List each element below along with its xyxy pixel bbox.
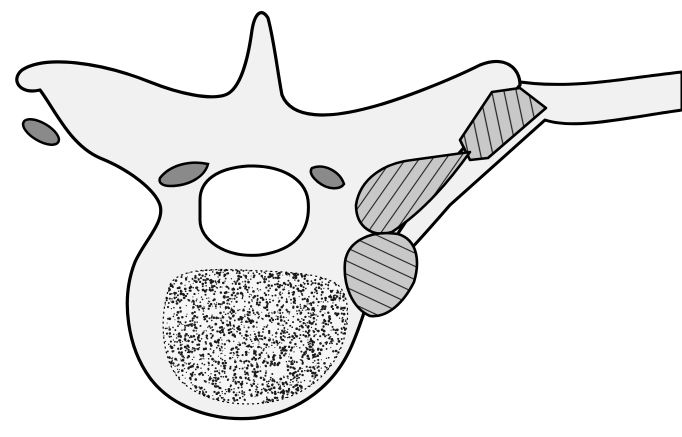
rib-head (345, 233, 417, 316)
left-transverse-facet (19, 114, 63, 150)
vertebral-foramen (200, 166, 308, 255)
